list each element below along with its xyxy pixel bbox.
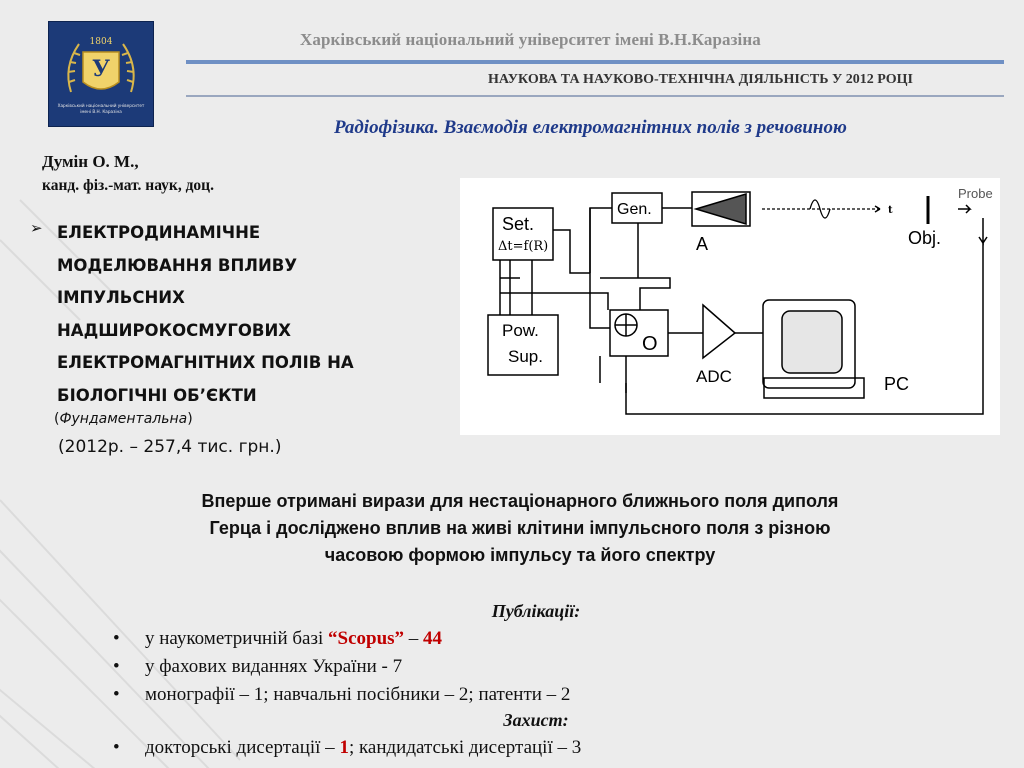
author-name: Думін О. М.,: [42, 152, 139, 171]
topic-line: БІОЛОГІЧНІ ОБ’ЄКТИ: [57, 385, 257, 405]
svg-text:Sup.: Sup.: [508, 347, 543, 366]
svg-text:Харківський національний уніве: Харківський національний університет: [58, 103, 145, 108]
svg-text:O: O: [642, 333, 658, 355]
svg-text:t: t: [888, 205, 893, 216]
grant-amount: (2012р. – 257,4 тис. грн.): [58, 437, 282, 457]
page-subtitle: Радіофізика. Взаємодія електромагнітних …: [334, 117, 847, 138]
amplifier-box: [691, 191, 751, 227]
topic-title: ЕЛЕКТРОДИНАМІЧНЕ МОДЕЛЮВАННЯ ВПЛИВУ ІМПУ…: [57, 217, 354, 412]
crest-icon: 1804 У Харківський національний універси…: [58, 37, 145, 114]
author-degree: канд. фіз.-мат. наук, доц.: [42, 177, 214, 194]
adc-symbol: [702, 303, 737, 360]
author-block: Думін О. М., канд. фіз.-мат. наук, доц.: [42, 150, 214, 198]
arrow-bullet-icon: ➢: [30, 219, 43, 237]
power-supply-box: [487, 314, 559, 376]
svg-text:ADC: ADC: [696, 367, 732, 386]
bullet-icon: •: [113, 684, 120, 705]
svg-text:Pow.: Pow.: [502, 321, 539, 340]
bullet-icon: •: [113, 656, 120, 677]
publication-item: •у наукометричній базі “Scopus” – 44: [113, 628, 443, 649]
header-rule-bottom: [186, 95, 1004, 97]
publication-item: •у фахових виданнях України - 7: [113, 656, 403, 677]
svg-text:Δt=f(R): Δt=f(R): [498, 239, 548, 254]
svg-text:PC: PC: [884, 374, 909, 394]
svg-text:імені В.Н. Каразіна: імені В.Н. Каразіна: [80, 109, 122, 114]
pc-keyboard: [763, 377, 865, 399]
defense-item: •докторські дисертації – 1; кандидатські…: [113, 737, 582, 758]
svg-text:Gen.: Gen.: [617, 201, 652, 218]
setup-box: [492, 207, 554, 261]
defense-heading: Захист:: [503, 710, 569, 730]
setup-diagram: Set. Δt=f(R) Gen. A t Obj. Probe Pow. Su…: [460, 178, 1000, 435]
topic-line: НАДШИРОКОСМУГОВИХ: [57, 320, 291, 340]
research-type: (Фундаментальна): [54, 411, 193, 427]
result-line: часовою формою імпульсу та його спектру: [324, 545, 716, 565]
bullet-icon: •: [113, 737, 120, 758]
svg-text:Probe: Probe: [958, 186, 993, 201]
scopus-count: 44: [423, 628, 443, 649]
result-statement: Вперше отримані вирази для нестаціонарно…: [120, 488, 920, 569]
svg-text:Set.: Set.: [502, 214, 534, 234]
svg-text:У: У: [92, 56, 110, 82]
svg-text:1804: 1804: [90, 37, 113, 47]
topic-line: ІМПУЛЬСНИХ: [57, 288, 185, 307]
section-title: НАУКОВА ТА НАУКОВО-ТЕХНІЧНА ДІЯЛЬНІСТЬ У…: [488, 72, 913, 87]
scopus-label: “Scopus”: [328, 628, 405, 649]
university-name: Харківський національний університет іме…: [300, 30, 761, 49]
svg-text:Obj.: Obj.: [908, 228, 941, 248]
topic-line: ЕЛЕКТРОМАГНІТНИХ ПОЛІВ НА: [57, 353, 354, 372]
pc-monitor: [762, 299, 856, 389]
result-line: Вперше отримані вирази для нестаціонарно…: [201, 491, 839, 511]
topic-line: ЕЛЕКТРОДИНАМІЧНЕ: [57, 223, 261, 242]
publication-item: •монографії – 1; навчальні посібники – 2…: [113, 684, 571, 705]
svg-text:A: A: [696, 234, 708, 254]
result-line: Герца і досліджено вплив на живі клітини…: [209, 518, 831, 538]
bullet-icon: •: [113, 628, 120, 649]
university-logo: 1804 У Харківський національний універси…: [48, 21, 154, 127]
publications-heading: Публікації:: [491, 601, 581, 621]
topic-line: МОДЕЛЮВАННЯ ВПЛИВУ: [57, 255, 298, 275]
doctoral-count: 1: [339, 737, 349, 758]
header-rule-top: [186, 60, 1004, 64]
